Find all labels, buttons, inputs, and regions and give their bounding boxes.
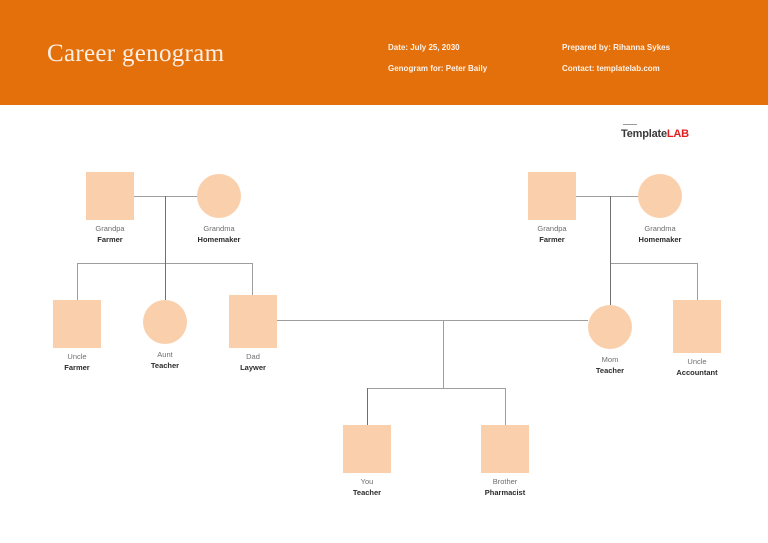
uncle-maternal-role: Uncle [687,357,707,366]
node-paternal-grandma[interactable]: Grandma Homemaker [197,174,241,244]
maternal-grandma-role: Grandma [644,224,676,233]
uncle-paternal-role: Uncle [67,352,87,361]
header-contact: Contact: templatelab.com [562,64,660,73]
paternal-grandma-job: Homemaker [197,235,241,244]
logo-tick-icon [623,124,637,127]
you-job: Teacher [352,488,382,497]
header-genogram-for: Genogram for: Peter Baily [388,64,488,73]
dad-square-icon [229,295,277,348]
node-paternal-grandpa[interactable]: Grandpa Farmer [86,172,134,244]
connector-parents-drop [443,320,444,388]
brother-job: Pharmacist [484,488,526,497]
maternal-grandma-labels: Grandma Homemaker [639,223,682,245]
node-dad[interactable]: Dad Laywer [229,295,277,372]
node-maternal-grandma[interactable]: Grandma Homemaker [638,174,682,244]
logo-lab-text: LAB [666,128,689,140]
header-meta-left: Date: July 25, 2030 Genogram for: Peter … [388,37,487,79]
node-mom[interactable]: Mom Teacher [588,305,632,375]
dad-role: Dad [246,352,260,361]
node-uncle-maternal[interactable]: Uncle Accountant [673,300,721,377]
maternal-grandpa-role: Grandpa [537,224,567,233]
node-maternal-grandpa[interactable]: Grandpa Farmer [528,172,576,244]
uncle-maternal-job: Accountant [676,368,718,377]
connector-maternal-sibling-bar [610,263,697,264]
templatelab-logo: TemplateLAB [621,124,689,140]
mom-labels: Mom Teacher [596,354,624,376]
uncle-maternal-labels: Uncle Accountant [676,356,717,378]
connector-uncle-paternal-drop [77,263,78,300]
node-brother[interactable]: Brother Pharmacist [481,425,529,497]
node-you[interactable]: You Teacher [343,425,391,497]
aunt-paternal-circle-icon [143,300,187,344]
connector-paternal-drop [165,196,166,263]
header-prepared-by: Prepared by: Rihanna Sykes [562,43,671,52]
connector-aunt-paternal-drop [165,263,166,300]
you-labels: You Teacher [353,476,381,498]
uncle-paternal-square-icon [53,300,101,348]
paternal-grandma-labels: Grandma Homemaker [198,223,241,245]
maternal-grandpa-job: Farmer [539,235,565,244]
you-square-icon [343,425,391,473]
paternal-grandpa-square-icon [86,172,134,220]
you-role: You [360,477,374,486]
paternal-grandma-circle-icon [197,174,241,218]
uncle-paternal-labels: Uncle Farmer [64,351,89,373]
brother-labels: Brother Pharmacist [485,476,525,498]
connector-brother-drop [505,388,506,425]
brother-role: Brother [492,477,518,486]
aunt-paternal-labels: Aunt Teacher [151,349,179,371]
maternal-grandma-job: Homemaker [638,235,682,244]
maternal-grandpa-square-icon [528,172,576,220]
mom-circle-icon [588,305,632,349]
genogram-diagram: Grandpa Farmer Grandma Homemaker Grandpa… [0,105,768,543]
node-uncle-paternal[interactable]: Uncle Farmer [53,300,101,372]
mom-job: Teacher [595,366,625,375]
aunt-paternal-role: Aunt [157,350,173,359]
connector-you-drop [367,388,368,425]
connector-uncle-maternal-drop [697,263,698,300]
connector-dad-drop [252,263,253,300]
mom-role: Mom [601,355,619,364]
paternal-grandpa-job: Farmer [97,235,123,244]
paternal-grandpa-labels: Grandpa Farmer [95,223,124,245]
connector-parents-marriage [277,320,588,321]
connector-mom-drop [610,263,611,305]
header-meta-right: Prepared by: Rihanna Sykes Contact: temp… [562,37,670,79]
dad-job: Laywer [240,363,266,372]
paternal-grandma-role: Grandma [203,224,235,233]
page-title: Career genogram [47,40,225,67]
logo-template-text: Template [621,128,667,140]
page-header: Career genogram Date: July 25, 2030 Geno… [0,0,768,105]
maternal-grandpa-labels: Grandpa Farmer [537,223,566,245]
uncle-maternal-square-icon [673,300,721,353]
dad-labels: Dad Laywer [240,351,266,373]
brother-square-icon [481,425,529,473]
header-date: Date: July 25, 2030 [388,43,460,52]
aunt-paternal-job: Teacher [150,361,180,370]
uncle-paternal-job: Farmer [64,363,90,372]
connector-children-sibling-bar [367,388,505,389]
paternal-grandpa-role: Grandpa [95,224,125,233]
connector-maternal-marriage [576,196,638,197]
node-aunt-paternal[interactable]: Aunt Teacher [143,300,187,370]
connector-maternal-drop [610,196,611,263]
maternal-grandma-circle-icon [638,174,682,218]
